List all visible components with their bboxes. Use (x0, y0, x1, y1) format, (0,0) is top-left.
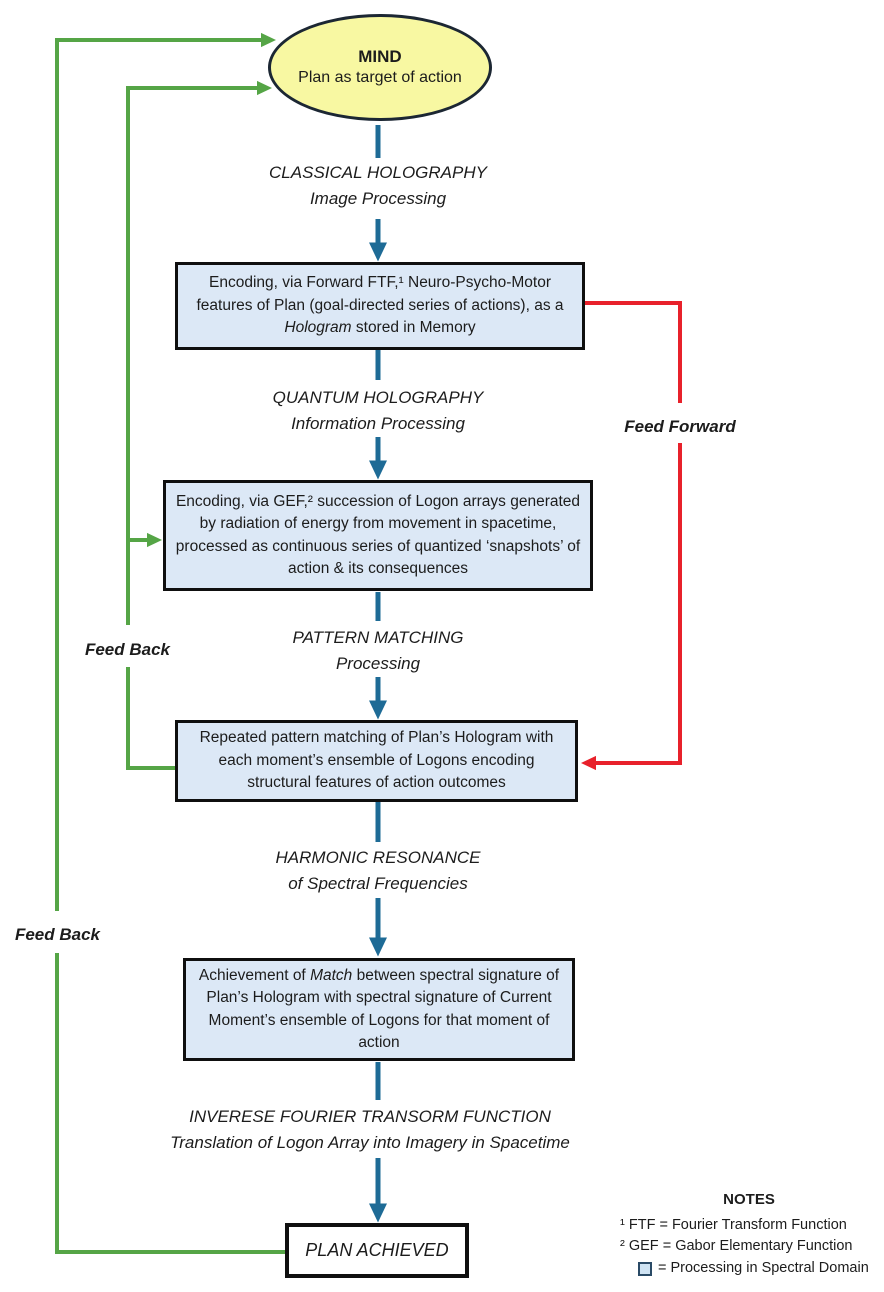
label-quantum-holography: QUANTUM HOLOGRAPHY Information Processin… (197, 385, 559, 438)
label-harmonic-resonance: HARMONIC RESONANCE of Spectral Frequenci… (197, 845, 559, 898)
notes-title: NOTES (723, 1191, 775, 1208)
stage3-label-line1: PATTERN MATCHING (292, 628, 464, 647)
note-gef: ² GEF = Gabor Elementary Function (620, 1238, 853, 1255)
label-classical-holography: CLASSICAL HOLOGRAPHY Image Processing (197, 160, 559, 213)
feedforward-path-upper (585, 301, 682, 403)
box-logon-encoding: Encoding, via GEF,² succession of Logon … (163, 480, 593, 591)
plan-achieved-text: PLAN ACHIEVED (305, 1240, 449, 1260)
stage1-label-line2: Image Processing (309, 189, 447, 209)
box4-text-pre: Achievement of (198, 966, 311, 984)
feed-back-lower-label: Feed Back (14, 925, 101, 944)
box2-text: Encoding, via GEF,² succession of Logon … (175, 492, 581, 577)
stage5-label-line2: Translation of Logon Array into Imagery … (170, 1133, 570, 1153)
box-plan-achieved: PLAN ACHIEVED (285, 1223, 469, 1278)
note-spectral-domain-text: = Processing in Spectral Domain (658, 1260, 869, 1276)
box4-text-post: between spectral signature of Plan’s Hol… (206, 966, 560, 1051)
label-pattern-matching: PATTERN MATCHING Processing (197, 625, 559, 678)
stage4-label-line2: of Spectral Frequencies (288, 874, 468, 894)
feedback-inner-path-lower (126, 667, 175, 770)
stage2-label-line2: Information Processing (291, 414, 465, 434)
box-spectral-match: Achievement of Match between spectral si… (183, 958, 575, 1061)
stage3-label-line2: Processing (335, 654, 421, 674)
stage5-label-line1: INVERESE FOURIER TRANSORM FUNCTION (189, 1107, 551, 1126)
mind-node: MIND Plan as target of action (268, 14, 492, 121)
feedback-outer-path-upper (55, 32, 276, 911)
mind-title: MIND (358, 47, 402, 67)
box-pattern-matching: Repeated pattern matching of Plan’s Holo… (175, 720, 578, 802)
note-spectral-domain: = Processing in Spectral Domain (638, 1258, 878, 1280)
spectral-domain-swatch (638, 1261, 652, 1276)
box1-text-post: stored in Memory (351, 319, 476, 337)
note-ftf: ¹ FTF = Fourier Transform Function (620, 1216, 847, 1233)
box-hologram-encoding: Encoding, via Forward FTF,¹ Neuro-Psycho… (175, 262, 585, 350)
feed-back-upper-label: Feed Back (84, 640, 171, 659)
stage1-label-line1: CLASSICAL HOLOGRAPHY (269, 163, 487, 182)
mind-subtitle: Plan as target of action (298, 69, 462, 87)
box3-text: Repeated pattern matching of Plan’s Holo… (199, 729, 554, 792)
stage2-label-line1: QUANTUM HOLOGRAPHY (272, 388, 484, 407)
box1-text-pre: Encoding, via Forward FTF,¹ Neuro-Psycho… (196, 274, 564, 314)
notes-panel: NOTES ¹ FTF = Fourier Transform Function… (620, 1189, 878, 1280)
feedback-inner-path-upper (126, 80, 272, 625)
box4-text-italic: Match (310, 966, 353, 984)
feedback-outer-path-lower (55, 953, 285, 1254)
box1-text-italic: Hologram (284, 319, 352, 337)
label-inverse-fourier-transform: INVERESE FOURIER TRANSORM FUNCTION Trans… (130, 1104, 610, 1157)
feedforward-path-lower (581, 443, 682, 771)
feed-forward-label: Feed Forward (624, 417, 736, 436)
stage4-label-line1: HARMONIC RESONANCE (275, 848, 481, 867)
